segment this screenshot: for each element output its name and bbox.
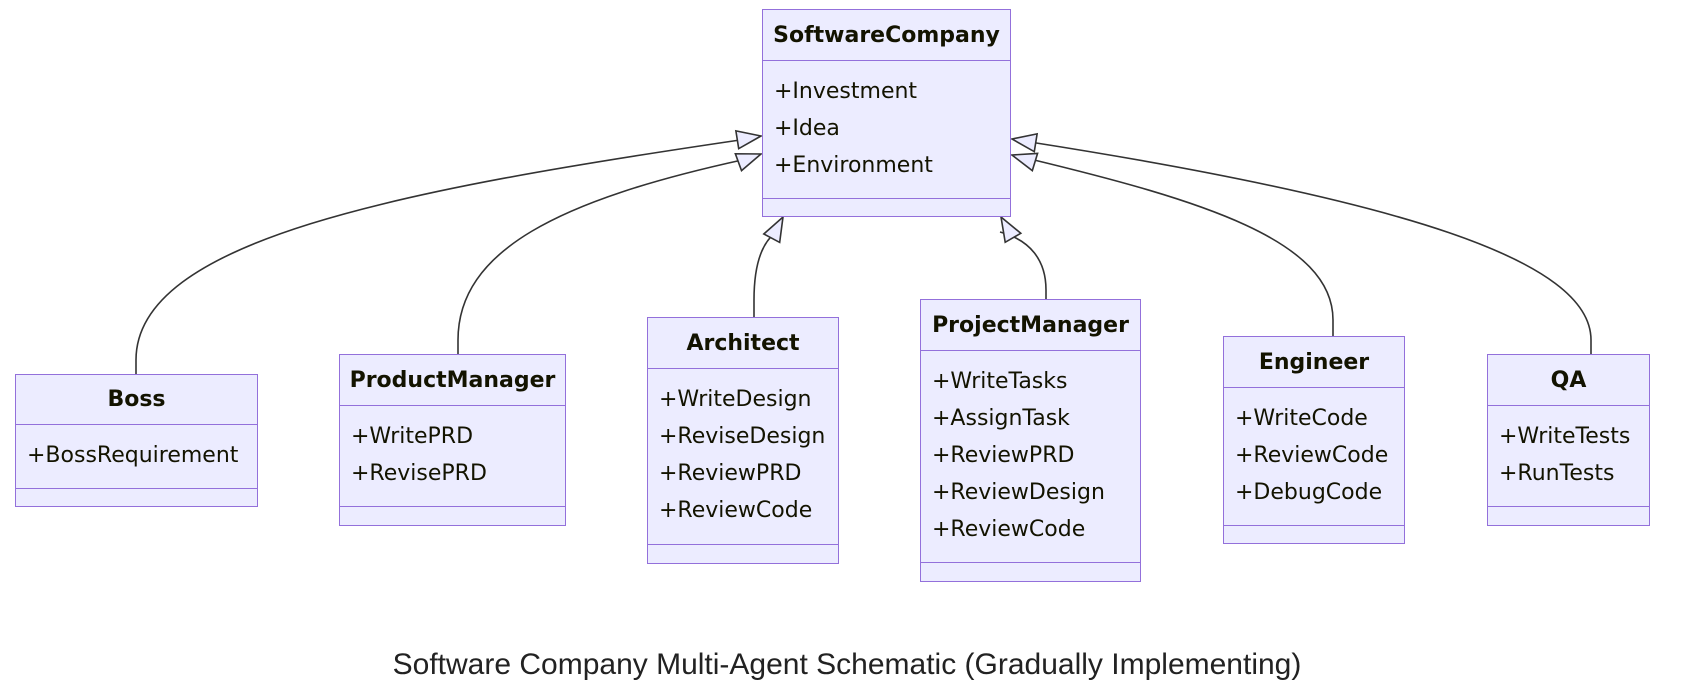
class-member: +ReviewPRD (659, 461, 802, 486)
class-name: ProductManager (349, 367, 556, 393)
class-members: +Investment +Idea +Environment (763, 61, 1010, 199)
class-members: +WriteCode +ReviewCode +DebugCode (1224, 388, 1404, 526)
class-name: SoftwareCompany (773, 22, 1000, 48)
class-member: +WriteDesign (659, 387, 812, 412)
class-softwarecompany[interactable]: SoftwareCompany +Investment +Idea +Envir… (762, 9, 1011, 217)
class-header: Architect (648, 318, 838, 369)
inheritance-edge-engineer (1029, 158, 1334, 336)
class-members: +BossRequirement (16, 425, 257, 489)
class-member: +ReviewCode (1235, 443, 1389, 468)
class-member: +Idea (774, 116, 840, 141)
inheritance-arrowhead-icon (762, 214, 785, 244)
class-member: +Environment (774, 153, 933, 178)
class-productmanager[interactable]: ProductManager +WritePRD +RevisePRD (339, 354, 566, 526)
class-name: Engineer (1258, 349, 1370, 375)
class-header: ProductManager (340, 355, 565, 406)
class-member: +DebugCode (1235, 480, 1383, 505)
class-member: +AssignTask (932, 406, 1070, 431)
class-member: +BossRequirement (27, 443, 239, 468)
inheritance-arrowhead-icon (1009, 152, 1039, 172)
inheritance-edge-architect (753, 232, 776, 317)
inheritance-arrowhead-icon (999, 215, 1023, 244)
inheritance-edge-qa (1029, 141, 1592, 354)
class-member: +RevisePRD (351, 461, 487, 486)
class-member: +WritePRD (351, 424, 474, 449)
class-member: +Investment (774, 79, 918, 104)
class-member: +ReviewDesign (932, 480, 1105, 505)
diagram-caption: Software Company Multi-Agent Schematic (… (392, 648, 1302, 681)
inheritance-arrowhead-icon (1009, 132, 1039, 153)
class-name: Architect (686, 330, 800, 356)
class-name: Boss (107, 387, 166, 412)
class-qa[interactable]: QA +WriteTests +RunTests (1487, 354, 1650, 526)
class-header: Boss (16, 375, 257, 425)
class-members: +WriteTests +RunTests (1488, 406, 1649, 507)
class-name: ProjectManager (932, 312, 1129, 338)
inheritance-arrowhead-icon (734, 152, 764, 173)
class-boss[interactable]: Boss +BossRequirement (15, 374, 258, 507)
inheritance-edge-boss (135, 139, 741, 374)
class-members: +WriteDesign +ReviseDesign +ReviewPRD +R… (648, 369, 838, 545)
class-architect[interactable]: Architect +WriteDesign +ReviseDesign +Re… (647, 317, 839, 564)
class-members: +WriteTasks +AssignTask +ReviewPRD +Revi… (921, 351, 1140, 563)
class-member: +ReviewCode (659, 498, 813, 523)
class-header: Engineer (1224, 337, 1404, 388)
class-member: +ReviseDesign (659, 424, 826, 449)
class-header: SoftwareCompany (763, 10, 1010, 61)
class-header: ProjectManager (921, 300, 1140, 351)
inheritance-arrowhead-icon (734, 129, 764, 150)
class-header: QA (1488, 355, 1649, 406)
class-name: QA (1550, 367, 1587, 393)
class-member: +RunTests (1499, 461, 1615, 486)
class-member: +WriteTasks (932, 369, 1068, 394)
class-members: +WritePRD +RevisePRD (340, 406, 565, 507)
class-member: +ReviewPRD (932, 443, 1075, 468)
class-member: +WriteTests (1499, 424, 1631, 449)
inheritance-edges (135, 129, 1592, 374)
inheritance-edge-productmanager (457, 159, 743, 354)
class-member: +ReviewCode (932, 517, 1086, 542)
class-engineer[interactable]: Engineer +WriteCode +ReviewCode +DebugCo… (1223, 336, 1405, 544)
class-projectmanager[interactable]: ProjectManager +WriteTasks +AssignTask +… (920, 299, 1141, 582)
class-member: +WriteCode (1235, 406, 1368, 431)
